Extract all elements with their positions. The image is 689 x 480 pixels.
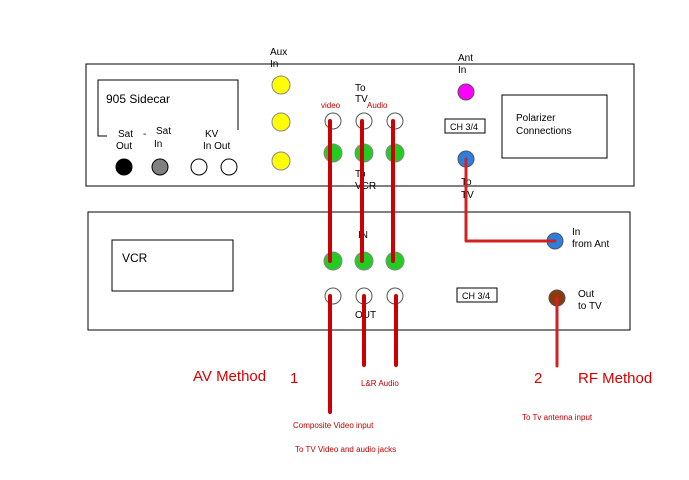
to-vcr-label-2: VCR: [355, 181, 376, 192]
aux-jack-1: [271, 75, 291, 95]
sidecar-ch34-box: [444, 118, 486, 134]
sat-in-label-2: In: [154, 139, 162, 150]
sat-in-jack: [151, 158, 169, 176]
audio-label: Audio: [367, 101, 388, 110]
sat-dash: -: [143, 129, 146, 140]
video-label: video: [321, 101, 341, 110]
rf-method-number: 2: [534, 370, 542, 387]
vcr-ch34-label: CH 3/4: [462, 291, 490, 301]
vcr-title-box: [111, 239, 234, 292]
vcr-ch34-box: [456, 287, 498, 303]
rf-cable-sidecar-to-vcr: [464, 157, 557, 243]
aux-in-label: Aux: [270, 47, 287, 58]
to-tv-antenna-label: To Tv antenna input: [522, 413, 593, 422]
to-vcr-jack-video: [323, 143, 343, 163]
composite-video-label: Composite Video input: [293, 421, 374, 430]
av-cables: [328, 119, 398, 414]
vcr-in-jack-video: [323, 251, 343, 271]
lr-audio-label: L&R Audio: [361, 379, 399, 388]
rf-method-label: RF Method: [578, 370, 652, 387]
rf-cables: [464, 157, 559, 368]
av-method-number: 1: [290, 370, 298, 387]
sidecar-title-mask: [107, 130, 240, 140]
sat-out-label: Sat: [118, 129, 133, 140]
polarizer-label-2: Connections: [516, 126, 572, 137]
aux-in-label-2: In: [270, 59, 278, 70]
to-tv-jacks-label: To TV Video and audio jacks: [295, 445, 396, 454]
aux-jack-2: [271, 112, 291, 132]
in-from-ant-label: In: [572, 227, 580, 238]
sidecar-ch34-label: CH 3/4: [450, 122, 478, 132]
to-tv-label: To: [355, 83, 366, 94]
sat-out-jack: [115, 158, 133, 176]
to-tv-jack-video: [324, 112, 342, 130]
kv-in-out-label: In Out: [203, 141, 230, 152]
sat-in-label: Sat: [156, 126, 171, 137]
kv-out-jack: [220, 158, 238, 176]
sat-out-label-2: Out: [116, 141, 132, 152]
sidecar-title: 905 Sidecar: [106, 92, 170, 106]
kv-in-jack: [190, 158, 208, 176]
polarizer-label: Polarizer: [516, 113, 556, 124]
vcr-title: VCR: [122, 251, 148, 265]
ant-in-label-2: In: [458, 65, 466, 76]
vcr-box: [87, 211, 631, 331]
in-from-ant-label-2: from Ant: [572, 239, 609, 250]
ant-in-label: Ant: [458, 53, 473, 64]
av-method-label: AV Method: [193, 368, 266, 385]
to-tv-rf-label-2: TV: [461, 190, 474, 201]
ant-in-jack: [457, 83, 475, 101]
polarizer-box: [501, 94, 608, 159]
to-tv-label-2: TV: [355, 94, 368, 105]
kv-label: KV: [205, 129, 219, 140]
vcr-out-jack-video: [324, 287, 342, 305]
out-to-tv-label: Out: [578, 289, 594, 300]
out-to-tv-label-2: to TV: [578, 301, 602, 312]
aux-jack-3: [271, 151, 291, 171]
